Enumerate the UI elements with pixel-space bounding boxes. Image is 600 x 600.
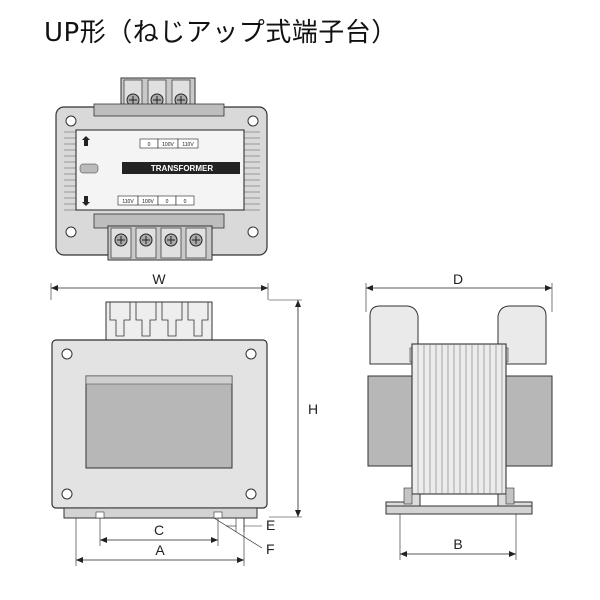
top-view: TRANSFORMER 0 100V 110V 110V 100V 0 0: [55, 77, 268, 261]
bottom-voltage-label: 0: [184, 199, 187, 205]
dim-d-label: D: [453, 271, 463, 287]
up-arrow-icon: [82, 136, 90, 146]
top-voltage-label: 0: [148, 142, 151, 148]
dim-f-label: F: [266, 541, 275, 557]
bottom-voltage-label: 100V: [142, 199, 154, 205]
bottom-voltage-label: 110V: [122, 199, 134, 205]
front-view: W H C: [50, 271, 318, 566]
down-arrow-icon: [82, 196, 90, 206]
dim-b-label: B: [453, 536, 462, 552]
dim-w-label: W: [152, 271, 166, 287]
page-title: UP形（ねじアップ式端子台）: [44, 18, 398, 48]
nameplate: TRANSFORMER 0 100V 110V 110V 100V 0 0: [75, 129, 245, 211]
bottom-terminal-block: [107, 225, 213, 261]
top-terminal-block: [120, 77, 196, 113]
top-voltage-label: 100V: [162, 142, 174, 148]
dim-e-label: E: [266, 517, 275, 533]
dim-c-label: C: [154, 522, 164, 538]
dim-a-label: A: [155, 542, 165, 558]
nameplate-brand: TRANSFORMER: [151, 164, 213, 173]
dim-h-label: H: [308, 401, 318, 417]
bottom-voltage-label: 0: [166, 199, 169, 205]
top-voltage-label: 110V: [182, 142, 194, 148]
side-view: D: [365, 271, 553, 560]
